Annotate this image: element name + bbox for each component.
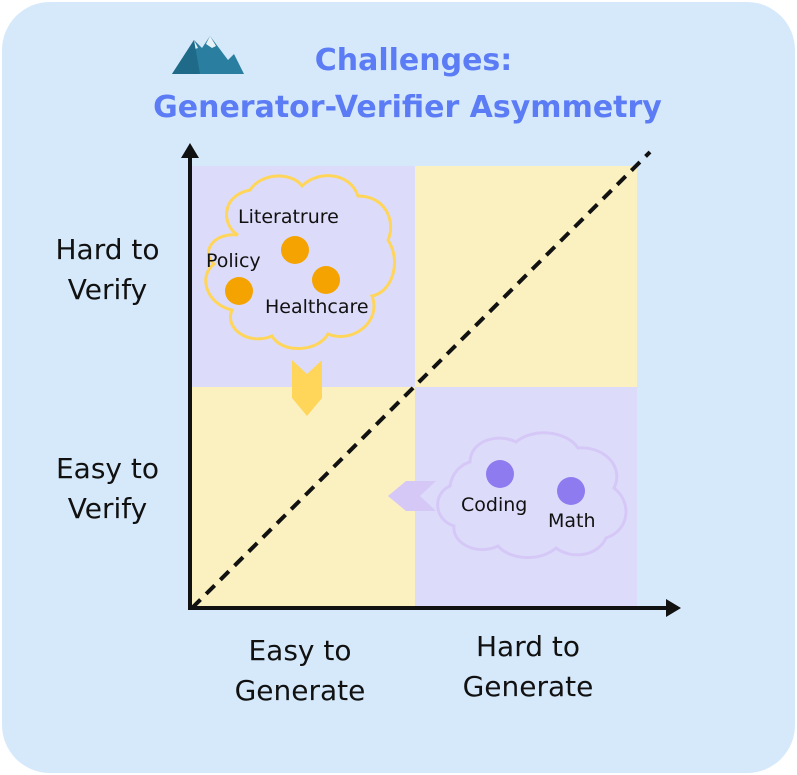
label-hard-to-generate-line2: Generate	[462, 670, 594, 703]
title-line-1: Challenges:	[314, 43, 513, 78]
diagonal-line	[190, 150, 652, 610]
label-hard-to-verify: Hard to Verify	[40, 230, 175, 310]
item-policy: Policy	[206, 250, 261, 272]
label-hard-to-generate: Hard to Generate	[448, 627, 608, 707]
purple-left-arrow	[388, 481, 436, 511]
dot-literature	[281, 236, 309, 264]
diagram-title: Challenges: Generator-Verifier Asymmetry	[0, 37, 797, 131]
label-easy-to-generate: Easy to Generate	[220, 631, 380, 711]
label-easy-to-generate-line2: Generate	[234, 674, 366, 707]
label-easy-to-generate-line1: Easy to	[248, 634, 352, 667]
label-hard-to-generate-line1: Hard to	[475, 630, 580, 663]
label-hard-to-verify-line1: Hard to	[55, 233, 160, 266]
item-healthcare: Healthcare	[265, 296, 369, 318]
label-hard-to-verify-line2: Verify	[67, 273, 148, 306]
x-axis-arrowhead	[666, 599, 681, 617]
mountain-icon	[172, 36, 244, 74]
y-axis-arrowhead	[181, 143, 199, 158]
dot-healthcare	[312, 266, 340, 294]
cloud-bottom	[436, 431, 628, 560]
item-math: Math	[548, 510, 596, 532]
dot-policy	[225, 277, 253, 305]
dot-math	[557, 477, 585, 505]
label-easy-to-verify-line1: Easy to	[55, 452, 160, 485]
dot-coding	[486, 460, 514, 488]
item-coding: Coding	[461, 494, 528, 516]
item-literature: Literatrure	[238, 206, 339, 228]
yellow-down-arrow	[292, 360, 322, 416]
title-line-2: Generator-Verifier Asymmetry	[153, 90, 662, 125]
label-easy-to-verify-line2: Verify	[67, 492, 148, 525]
label-easy-to-verify: Easy to Verify	[40, 449, 175, 529]
